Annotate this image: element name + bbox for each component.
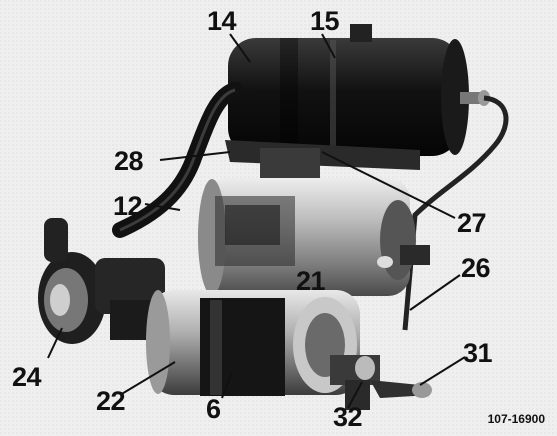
callout-14: 14 xyxy=(207,6,237,36)
fuel-pump-part xyxy=(146,290,380,396)
figure-reference-code: 107-16900 xyxy=(487,412,545,426)
callout-22: 22 xyxy=(96,386,126,416)
leader-lines xyxy=(47,33,466,409)
callout-6: 6 xyxy=(206,394,221,424)
filter-21-part xyxy=(198,178,430,296)
callout-12: 12 xyxy=(113,191,143,221)
callout-27: 27 xyxy=(457,208,487,238)
callout-24: 24 xyxy=(12,362,42,392)
callout-28: 28 xyxy=(114,146,144,176)
callout-31: 31 xyxy=(463,338,493,368)
callout-15: 15 xyxy=(310,6,340,36)
callout-32: 32 xyxy=(333,402,363,432)
part-24 xyxy=(38,218,170,344)
callout-26: 26 xyxy=(461,253,491,283)
callout-21: 21 xyxy=(296,266,326,296)
accumulator-part xyxy=(228,24,490,156)
